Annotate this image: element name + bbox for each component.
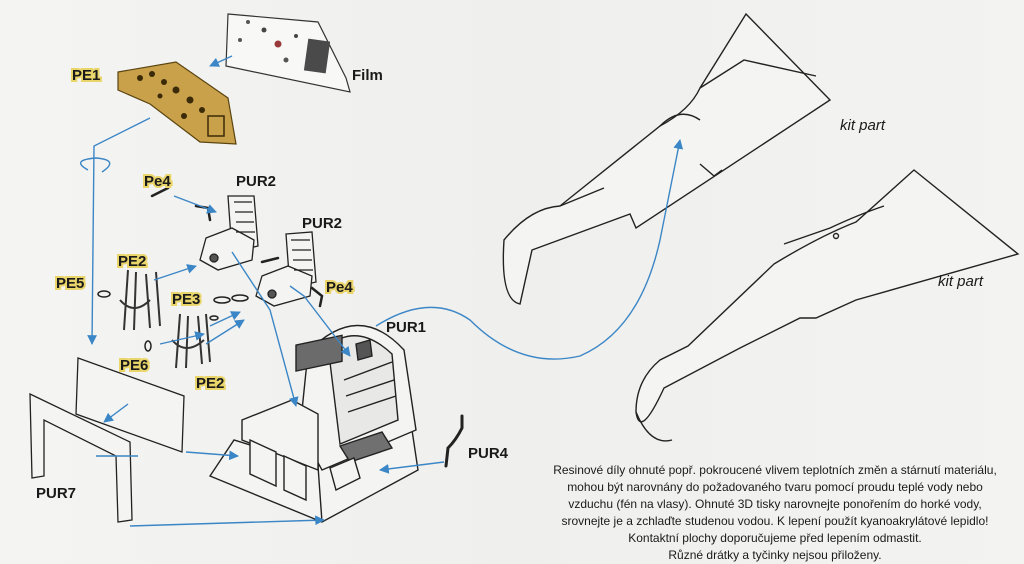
note-line: Různé drátky a tyčinky nejsou přiloženy. [668, 548, 882, 562]
assembly-arrows [79, 55, 684, 527]
label-pe2-top: PE2 [118, 253, 146, 270]
note-line: vzduchu (fén na vlasy). Ohnuté 3D tisky … [568, 497, 982, 511]
pe1-instrument-panel [117, 61, 237, 145]
label-pur7: PUR7 [36, 485, 76, 502]
pe3-parts [209, 294, 249, 321]
label-pe6: PE6 [120, 357, 148, 374]
label-kit-part-lower: kit part [938, 273, 984, 290]
label-pur2-right: PUR2 [302, 215, 342, 232]
instruction-note: Resinové díly ohnuté popř. pokroucené vl… [528, 462, 1022, 564]
label-pur2-left: PUR2 [236, 173, 276, 190]
kit-part-fuselage-lower [635, 169, 1020, 442]
label-pe2-bottom: PE2 [196, 375, 224, 392]
note-line: Kontaktní plochy doporučujeme před lepen… [628, 531, 922, 545]
pur1-cockpit-tub [208, 324, 419, 523]
pur2-seat-right [255, 231, 317, 307]
film-instrument-sheet [225, 13, 351, 93]
pur2-seat-left [199, 195, 259, 271]
note-line: Resinové díly ohnuté popř. pokroucené vl… [553, 463, 997, 477]
label-pe3: PE3 [172, 291, 200, 308]
pur4-part [444, 414, 464, 468]
label-pe4-left: Pe4 [144, 173, 171, 190]
pur7-side-panel [75, 357, 185, 453]
note-line: srovnejte je a zchlaďte studenou vodou. … [561, 514, 989, 528]
label-pur4: PUR4 [468, 445, 509, 462]
pe2-harness-straps [119, 269, 211, 369]
label-pur1: PUR1 [386, 319, 426, 336]
kit-part-fuselage-upper [502, 12, 832, 305]
label-pe4-right: Pe4 [326, 279, 353, 296]
label-film: Film [352, 67, 383, 84]
pe5-pe6-parts [97, 290, 152, 352]
label-pe1: PE1 [72, 67, 100, 84]
label-kit-part-upper: kit part [840, 117, 886, 134]
label-pe5: PE5 [56, 275, 84, 292]
note-line: mohou být narovnány do požadovaného tvar… [567, 480, 983, 494]
